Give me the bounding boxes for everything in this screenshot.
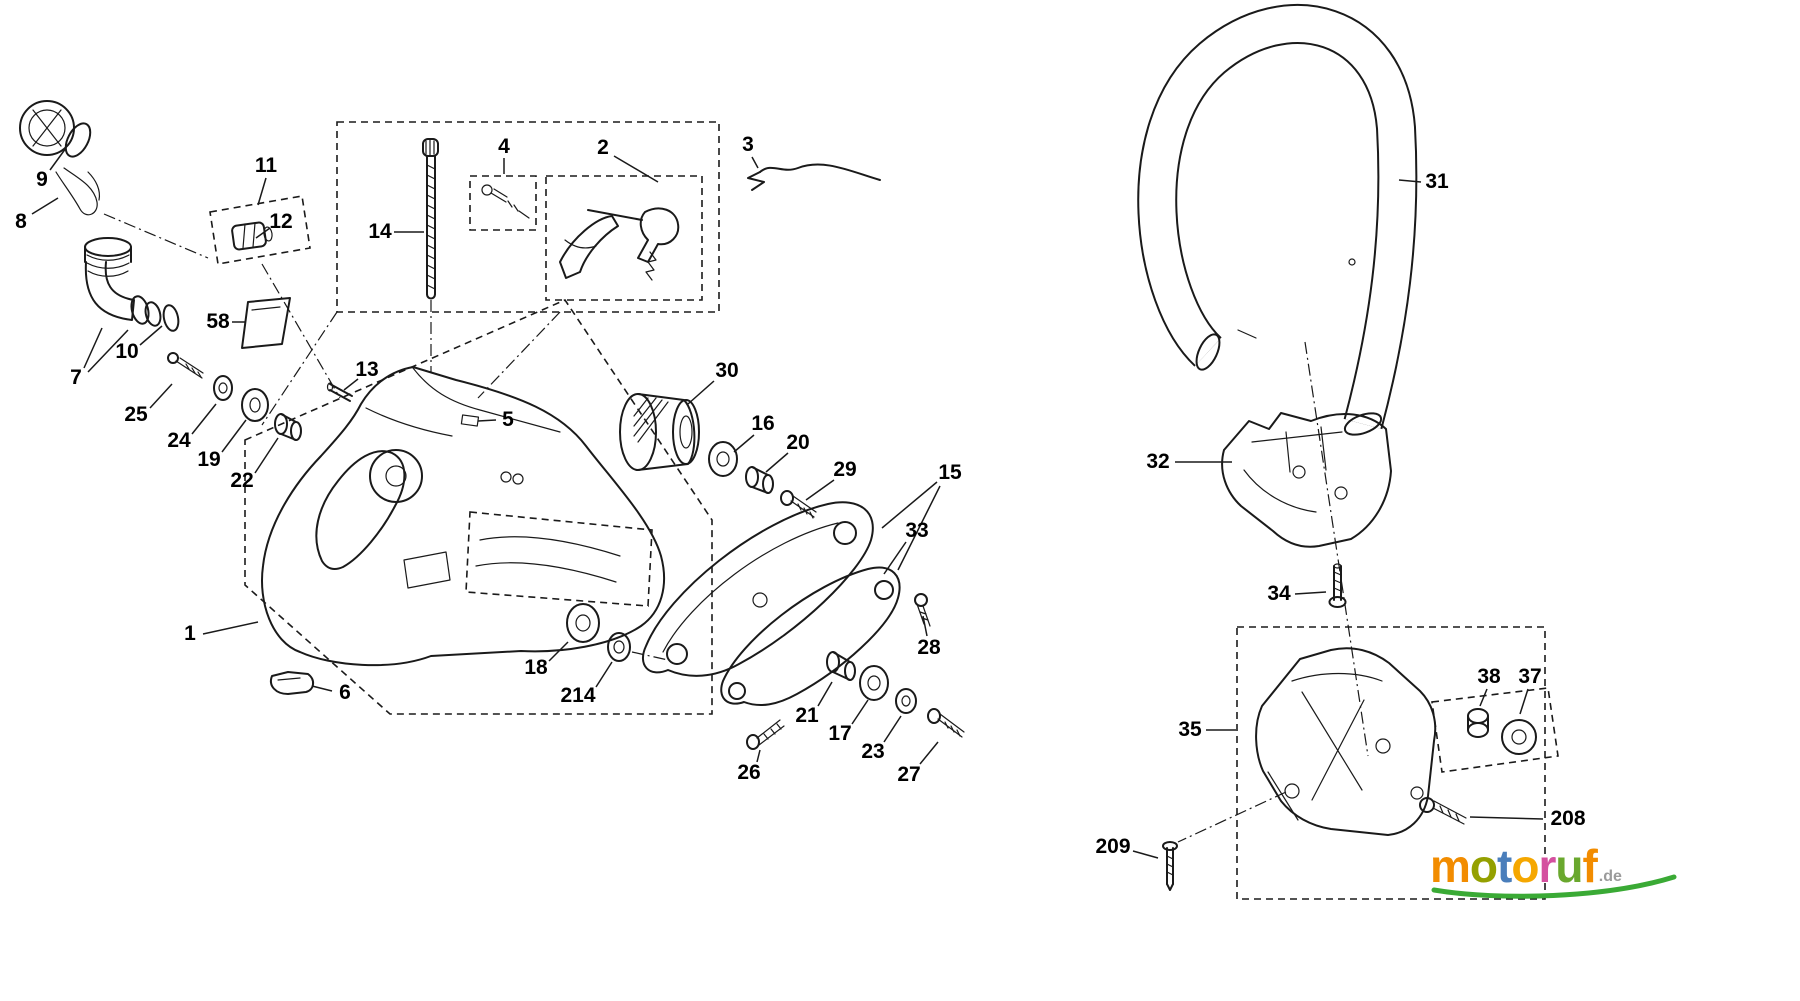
washer-37 bbox=[1501, 719, 1537, 755]
spacer-38 bbox=[1467, 708, 1489, 738]
grommet-18 bbox=[566, 603, 600, 643]
part-4-box bbox=[469, 175, 537, 231]
logo-letter: o bbox=[1511, 840, 1539, 892]
logo-letter: r bbox=[1538, 840, 1556, 892]
fuel-cap-group bbox=[19, 100, 101, 216]
logo-letter: o bbox=[1469, 840, 1498, 892]
rod-14 bbox=[422, 138, 439, 300]
part-2-box bbox=[545, 175, 703, 301]
construction-lines bbox=[103, 213, 1369, 843]
grommet-17 bbox=[859, 665, 889, 701]
logo-swoosh bbox=[1431, 874, 1677, 899]
bushing-21 bbox=[826, 651, 856, 681]
logo-wordmark: motoruf bbox=[1430, 840, 1598, 892]
logo-letter: t bbox=[1497, 840, 1512, 892]
main-housing-group bbox=[244, 298, 713, 715]
logo-suffix: .de bbox=[1598, 868, 1622, 885]
grommet-19 bbox=[241, 388, 269, 422]
handle-mount-32 bbox=[1221, 412, 1392, 548]
logo-letter: u bbox=[1555, 840, 1583, 892]
screw-27 bbox=[927, 708, 965, 738]
part-6 bbox=[270, 671, 314, 695]
washer-23 bbox=[895, 688, 917, 714]
elbow-fitting-group bbox=[84, 237, 180, 332]
bushing-20 bbox=[745, 466, 774, 494]
screw-26 bbox=[746, 719, 785, 750]
bracket-33 bbox=[720, 566, 901, 707]
bracket-15 bbox=[641, 501, 874, 677]
bottom-mount-group bbox=[1236, 626, 1546, 900]
screw-34 bbox=[1328, 563, 1347, 608]
clip-5 bbox=[460, 414, 480, 427]
washer-24 bbox=[213, 375, 233, 401]
wire-3 bbox=[747, 163, 881, 191]
screw-28 bbox=[914, 593, 931, 627]
spacer-box bbox=[1431, 687, 1559, 773]
logo-letter: m bbox=[1430, 840, 1471, 892]
logo-letter: f bbox=[1582, 840, 1597, 892]
site-logo: motoruf .de bbox=[1430, 843, 1622, 889]
screw-25 bbox=[167, 352, 204, 379]
cap-30 bbox=[619, 393, 700, 471]
part-11-box bbox=[209, 195, 311, 265]
screw-208 bbox=[1419, 797, 1467, 825]
washer-214 bbox=[607, 632, 631, 662]
bushing-22 bbox=[274, 413, 302, 441]
screw-209 bbox=[1162, 841, 1178, 891]
grommet-16 bbox=[708, 441, 738, 477]
screw-29 bbox=[780, 490, 817, 519]
plate-58 bbox=[241, 297, 291, 349]
upper-assembly-box bbox=[336, 121, 720, 313]
